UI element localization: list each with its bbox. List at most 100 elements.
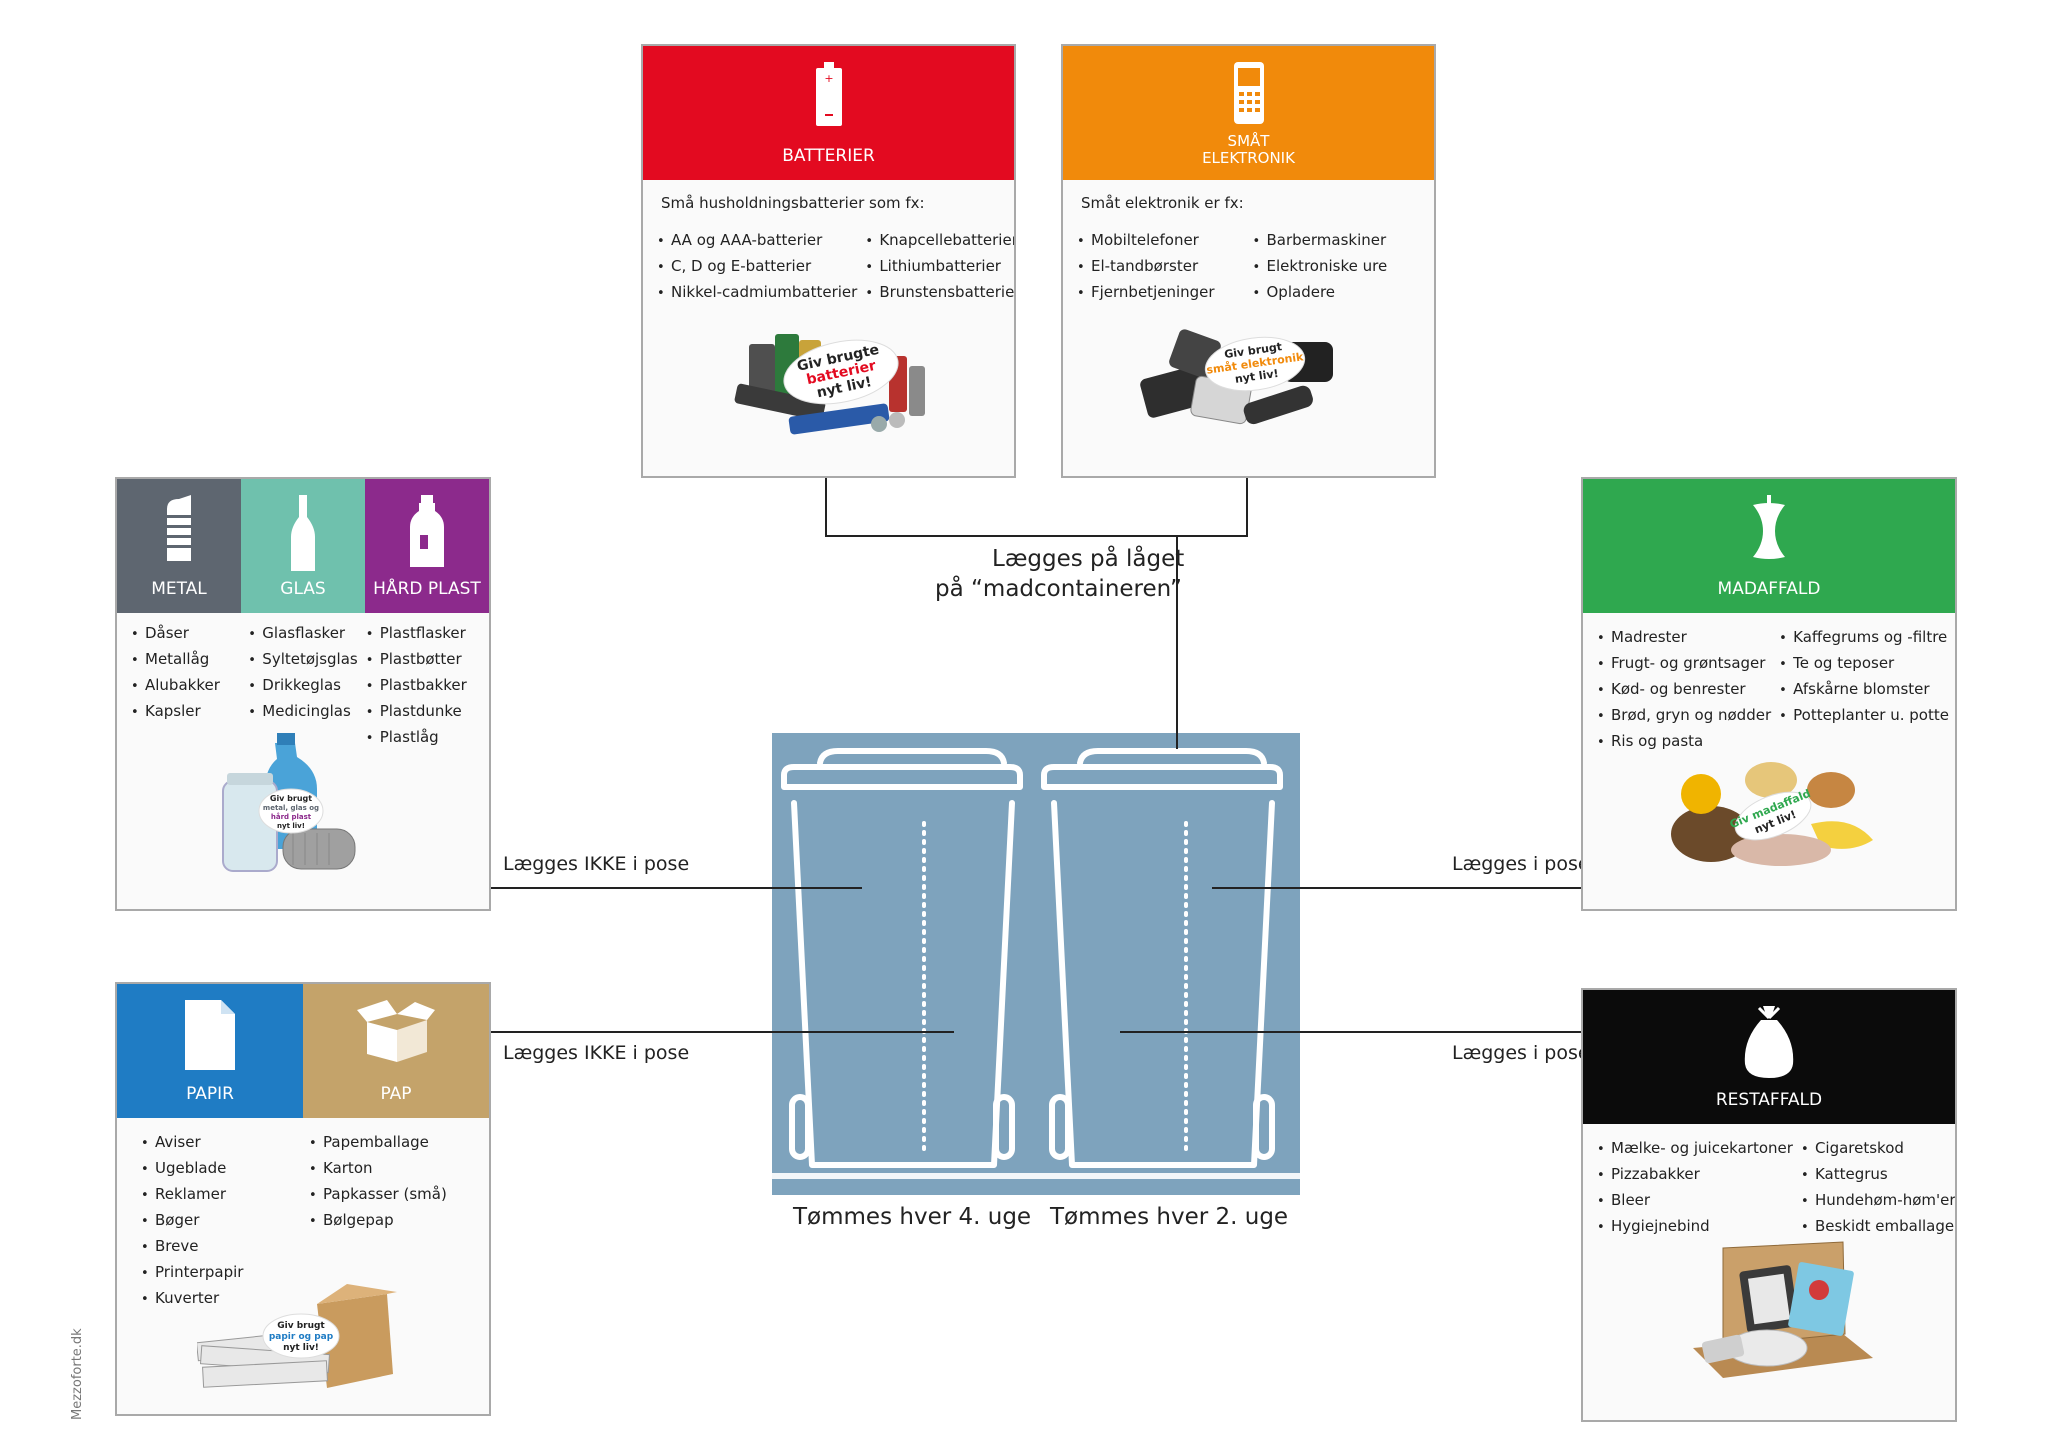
restaffald-list-1: Mælke- og juicekartoner Pizzabakker Blee… <box>1597 1136 1793 1240</box>
bins-panel <box>772 733 1300 1195</box>
can-icon <box>163 495 195 566</box>
list-item: Medicinglas <box>248 699 357 725</box>
list-item: Plastbakker <box>366 673 475 699</box>
electronics-photo: Giv brugt småt elektronik nyt liv! <box>1133 324 1353 444</box>
list-item: Fjernbetjeninger <box>1077 280 1245 306</box>
containers-photo: Giv brugt metal, glas og hård plast nyt … <box>217 729 377 879</box>
batterier-card: + BATTERIER Små husholdningsbatterier so… <box>641 44 1016 478</box>
list-item: Barbermaskiner <box>1253 228 1421 254</box>
list-item: C, D og E-batterier <box>657 254 857 280</box>
batterier-intro: Små husholdningsbatterier som fx: <box>661 194 925 212</box>
smaat-elektronik-card: SMÅT ELEKTRONIK Småt elektronik er fx: M… <box>1061 44 1436 478</box>
mgp-badge-line4: nyt liv! <box>277 822 305 830</box>
list-item: Alubakker <box>131 673 240 699</box>
list-item: Beskidt emballage <box>1801 1214 1955 1240</box>
restaffald-header: RESTAFFALD <box>1583 990 1955 1124</box>
list-item: Kød- og benrester <box>1597 677 1771 703</box>
plast-header: HÅRD PLAST <box>365 479 489 613</box>
svg-text:+: + <box>824 72 833 85</box>
connector-papir <box>490 1031 954 1033</box>
list-item: AA og AAA-batterier <box>657 228 857 254</box>
pap-list: Papemballage Karton Papkasser (små) Bølg… <box>309 1130 469 1312</box>
list-item: Bleer <box>1597 1188 1793 1214</box>
papir-header: PAPIR <box>117 984 303 1118</box>
list-item: Mobiltelefoner <box>1077 228 1245 254</box>
list-item: Karton <box>309 1156 469 1182</box>
list-item: Madrester <box>1597 625 1771 651</box>
list-item: Kattegrus <box>1801 1162 1955 1188</box>
madaffald-card: MADAFFALD Madrester Frugt- og grøntsager… <box>1581 477 1957 911</box>
papir-bag-label: Lægges IKKE i pose <box>503 1042 690 1064</box>
connector-batteri-down <box>825 477 827 537</box>
list-item: Breve <box>141 1234 301 1260</box>
paper-cardboard-photo: Giv brugt papir og pap nyt liv! <box>195 1284 397 1394</box>
connector-papir-inner <box>772 1031 954 1033</box>
list-item: Plastlåg <box>366 725 475 751</box>
battery-icon: + <box>814 62 844 131</box>
papir-badge-line3: nyt liv! <box>283 1343 319 1353</box>
list-item: Cigaretskod <box>1801 1136 1955 1162</box>
connector-mad-inner <box>1212 887 1300 889</box>
list-item: Bølgepap <box>309 1208 469 1234</box>
glas-title: GLAS <box>280 579 326 600</box>
metal-bag-label: Lægges IKKE i pose <box>503 853 690 875</box>
list-item: Ugeblade <box>141 1156 301 1182</box>
smaat-intro: Småt elektronik er fx: <box>1081 194 1244 212</box>
rest-bag-label: Lægges i pose <box>1452 1042 1590 1064</box>
list-item: Hygiejnebind <box>1597 1214 1793 1240</box>
list-item: Kuverter <box>141 1286 301 1312</box>
list-item: Syltetøjsglas <box>248 647 357 673</box>
papir-badge-line1: Giv brugt <box>277 1321 325 1331</box>
list-item: Aviser <box>141 1130 301 1156</box>
list-item: Brunstensbatterier <box>865 280 1014 306</box>
list-item: Knapcellebatterier <box>865 228 1014 254</box>
paper-sheet-icon <box>185 1000 235 1075</box>
mgp-badge-line2: metal, glas og <box>263 804 319 812</box>
batterier-list-2: Knapcellebatterier Lithiumbatterier Brun… <box>865 228 1014 306</box>
batterier-header: + BATTERIER <box>643 46 1014 180</box>
list-item: Plastbøtter <box>366 647 475 673</box>
batteries-photo: Giv brugte batterier nyt liv! <box>729 316 939 446</box>
connector-metal-inner <box>772 887 862 889</box>
connector-rest-inner <box>1120 1031 1300 1033</box>
cardboard-box-icon <box>357 1000 435 1067</box>
glas-list: Glasflasker Syltetøjsglas Drikkeglas Med… <box>248 621 357 751</box>
list-item: Printerpapir <box>141 1260 301 1286</box>
list-item: Ris og pasta <box>1597 729 1771 755</box>
restaffald-title: RESTAFFALD <box>1715 1090 1823 1111</box>
list-item: Frugt- og grøntsager <box>1597 651 1771 677</box>
list-item: El-tandbørster <box>1077 254 1245 280</box>
food-waste-photo: Giv madaffald nyt liv! <box>1661 754 1881 874</box>
madaffald-title: MADAFFALD <box>1717 579 1821 600</box>
papir-badge-line2: papir og pap <box>269 1332 334 1342</box>
list-item: Opladere <box>1253 280 1421 306</box>
list-item: Nikkel-cadmiumbatterier <box>657 280 857 306</box>
mgp-badge-line1: Giv brugt <box>270 794 312 803</box>
list-item: Kaffegrums og -filtre <box>1779 625 1949 651</box>
list-item: Reklamer <box>141 1182 301 1208</box>
metal-title: METAL <box>151 579 207 600</box>
connector-rest <box>1120 1031 1582 1033</box>
restaffald-card: RESTAFFALD Mælke- og juicekartoner Pizza… <box>1581 988 1957 1422</box>
list-item: Potteplanter u. potte <box>1779 703 1949 729</box>
mobile-phone-icon <box>1233 62 1264 128</box>
two-wheelie-bins-illustration <box>772 748 1300 1179</box>
list-item: Dåser <box>131 621 240 647</box>
smaat-header: SMÅT ELEKTRONIK <box>1063 46 1434 180</box>
metal-list: Dåser Metallåg Alubakker Kapsler <box>131 621 240 751</box>
smaat-title-line1: SMÅT <box>1227 132 1270 150</box>
plastic-bottle-icon <box>410 495 444 572</box>
credit-text: Mezzoforte.dk <box>70 1328 85 1420</box>
list-item: Lithiumbatterier <box>865 254 1014 280</box>
apple-core-icon <box>1745 495 1793 570</box>
madaffald-list-2: Kaffegrums og -filtre Te og teposer Afsk… <box>1779 625 1949 755</box>
batterier-title: BATTERIER <box>782 146 875 167</box>
list-item: Hundehøm-høm'er <box>1801 1188 1955 1214</box>
lid-label-line1: Lægges på låget <box>992 546 1185 572</box>
smaat-badge-line3: nyt liv! <box>1234 367 1279 386</box>
smaat-list-1: Mobiltelefoner El-tandbørster Fjernbetje… <box>1077 228 1245 306</box>
batterier-list-1: AA og AAA-batterier C, D og E-batterier … <box>657 228 857 306</box>
papir-title: PAPIR <box>186 1084 234 1105</box>
left-bin-caption: Tømmes hver 4. uge <box>793 1204 1032 1230</box>
papir-list: Aviser Ugeblade Reklamer Bøger Breve Pri… <box>141 1130 301 1312</box>
